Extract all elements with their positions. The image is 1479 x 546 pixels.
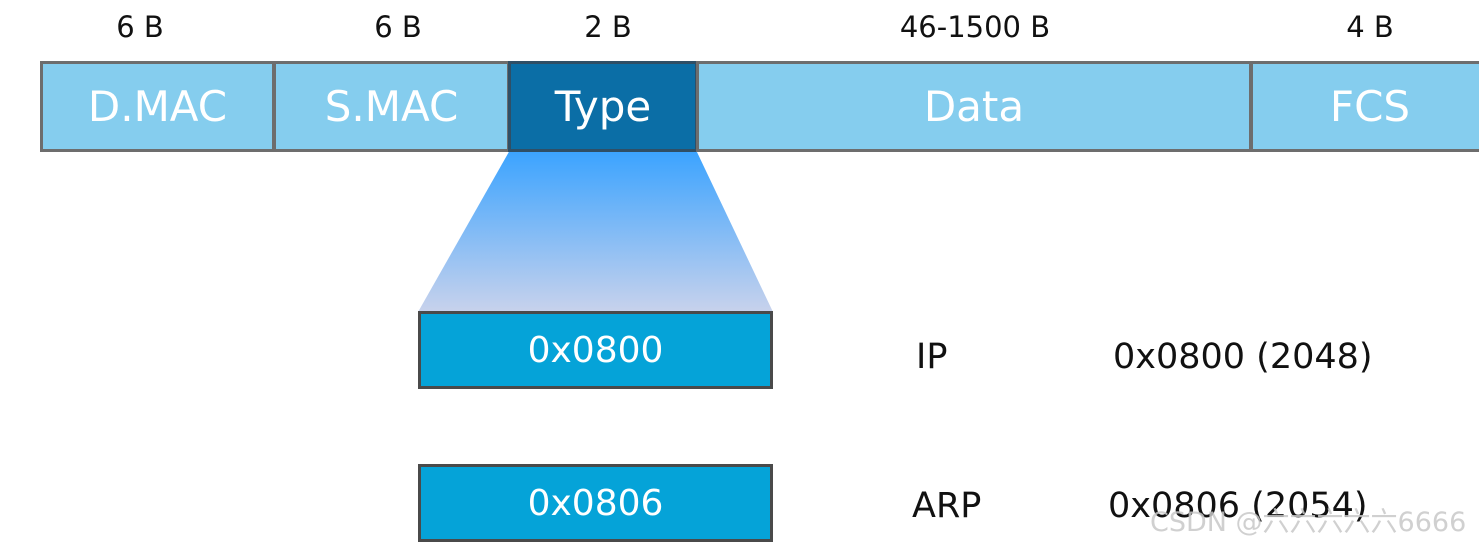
field-type: Type [508,61,698,152]
size-label-dmac: 6 B [116,10,164,44]
size-label-fcs: 4 B [1346,10,1394,44]
field-data: Data [696,61,1252,152]
size-label-data: 46-1500 B [899,10,1051,44]
protocol-name-ip: IP [916,337,948,377]
field-fcs: FCS [1250,61,1479,152]
type-value-ip: 0x0800 [418,311,773,389]
type-value-arp: 0x0806 [418,464,773,542]
size-label-type: 2 B [584,10,632,44]
protocol-name-arp: ARP [912,486,982,526]
protocol-code-ip: 0x0800 (2048) [1113,337,1373,377]
field-dmac: D.MAC [40,61,275,152]
field-smac: S.MAC [273,61,510,152]
watermark: CSDN @六六六六六6666 [1150,507,1467,538]
size-label-smac: 6 B [374,10,422,44]
protocol-code-arp: 0x0806 (2054) [1108,486,1368,526]
